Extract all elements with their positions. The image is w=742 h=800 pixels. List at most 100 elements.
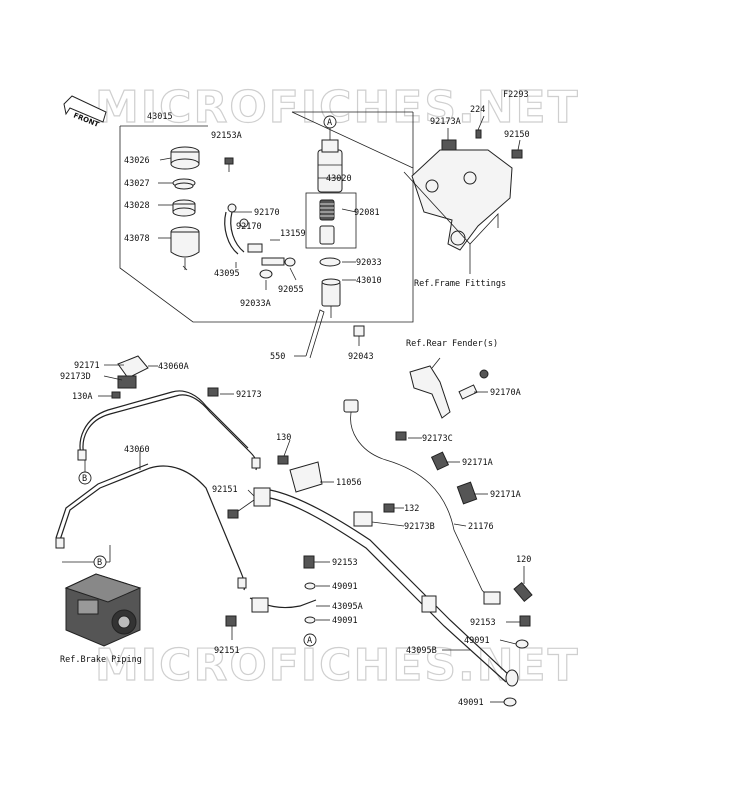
push-rod-43010 bbox=[321, 278, 341, 318]
label-92081: 92081 bbox=[354, 208, 380, 218]
assembly-box bbox=[119, 111, 414, 323]
label-92153: 92153 bbox=[332, 558, 358, 568]
label-92055: 92055 bbox=[278, 285, 304, 295]
switch-connector bbox=[483, 591, 501, 605]
label-21176: 21176 bbox=[468, 522, 494, 532]
label-92151: 92151 bbox=[212, 485, 238, 495]
snap-ring-92033 bbox=[319, 257, 341, 267]
leader-lines bbox=[98, 115, 525, 703]
label-49091: 49091 bbox=[332, 582, 358, 592]
ref-rear-fender: Ref.Rear Fender(s) bbox=[406, 339, 498, 349]
bolt-132 bbox=[383, 503, 395, 513]
label-92171a-2: 92171A bbox=[490, 490, 521, 500]
label-92170-b: 92170 bbox=[236, 222, 262, 232]
pin-92043 bbox=[353, 325, 365, 346]
bracket-11056 bbox=[277, 455, 323, 493]
label-92170: 92170 bbox=[254, 208, 280, 218]
hose-clamp-92171 bbox=[117, 355, 149, 389]
bolt-120 bbox=[513, 581, 533, 603]
label-49091-d: 49091 bbox=[458, 698, 484, 708]
ref-brake-piping: Ref.Brake Piping bbox=[60, 655, 142, 665]
label-92173c: 92173C bbox=[422, 434, 453, 444]
label-92033: 92033 bbox=[356, 258, 382, 268]
clamp-92173 bbox=[207, 387, 219, 397]
bolt-130a bbox=[111, 391, 121, 399]
piston bbox=[319, 225, 335, 245]
piston-kit-box bbox=[305, 192, 357, 249]
label-130a: 130A bbox=[72, 392, 92, 402]
frame-ref-bracket-lines bbox=[403, 171, 499, 245]
label-92173a: 92173A bbox=[430, 117, 461, 127]
piston-spring bbox=[319, 199, 335, 221]
callout-b-left-label: B bbox=[82, 474, 87, 484]
label-130: 130 bbox=[276, 433, 291, 443]
label-92151-b: 92151 bbox=[214, 646, 240, 656]
brake-light-switch bbox=[343, 399, 359, 413]
label-92173d: 92173D bbox=[60, 372, 91, 382]
label-43010: 43010 bbox=[356, 276, 382, 286]
label-92171a: 92171A bbox=[462, 458, 493, 468]
label-13159: 13159 bbox=[280, 229, 306, 239]
clamp-92173c bbox=[395, 431, 407, 441]
switch-wire-21176 bbox=[350, 407, 493, 603]
hose-clamp-upper bbox=[227, 203, 237, 213]
grommet-92171a bbox=[430, 451, 450, 471]
callout-a-bottom-label: A bbox=[307, 636, 312, 646]
bolt-92150 bbox=[511, 149, 523, 159]
switch-92173a bbox=[441, 139, 457, 151]
reservoir-hose bbox=[224, 211, 239, 255]
label-92171: 92171 bbox=[74, 361, 100, 371]
label-132: 132 bbox=[404, 504, 419, 514]
grommet-92171a-2 bbox=[456, 481, 478, 505]
label-43095: 43095 bbox=[214, 269, 240, 279]
brake-hose-43095b bbox=[269, 489, 511, 677]
label-43026: 43026 bbox=[124, 156, 150, 166]
label-43027: 43027 bbox=[124, 179, 150, 189]
label-92043: 92043 bbox=[348, 352, 374, 362]
label-43095b: 43095B bbox=[406, 646, 437, 656]
rear-fender-bracket bbox=[409, 365, 489, 419]
label-43095a: 43095A bbox=[332, 602, 363, 612]
banjo-fitting-92173b bbox=[353, 511, 373, 527]
label-43078: 43078 bbox=[124, 234, 150, 244]
washer-92033a bbox=[259, 269, 273, 279]
cotter-pin-550 bbox=[305, 309, 325, 359]
brake-pipe-43060a bbox=[82, 394, 258, 471]
label-550: 550 bbox=[270, 352, 285, 362]
ref-frame-fittings: Ref.Frame Fittings bbox=[414, 279, 506, 289]
washer-49091-lower bbox=[304, 616, 316, 624]
reservoir-plate bbox=[172, 199, 196, 217]
label-92153a: 92153A bbox=[211, 131, 242, 141]
callout-b-bottom-label: B bbox=[97, 558, 102, 568]
callout-a-top bbox=[323, 115, 337, 129]
hose-clamp-lower bbox=[239, 218, 249, 228]
watermark-top: MICROFICHES.NET bbox=[95, 82, 580, 133]
label-120: 120 bbox=[516, 555, 531, 565]
label-11056: 11056 bbox=[336, 478, 362, 488]
label-92153-b: 92153 bbox=[470, 618, 496, 628]
reservoir-cap bbox=[170, 146, 200, 170]
watermark-bottom: MICROFICHES.NET bbox=[95, 640, 580, 691]
bolt-92055 bbox=[261, 257, 285, 266]
label-49091-b: 49091 bbox=[332, 616, 358, 626]
callout-a-top-label: A bbox=[327, 118, 332, 128]
clamp-92151 bbox=[227, 487, 271, 519]
washer-49091-bottom bbox=[503, 697, 517, 707]
hose-joint bbox=[421, 595, 437, 613]
label-92173: 92173 bbox=[236, 390, 262, 400]
abs-unit bbox=[64, 573, 142, 647]
callout-a-bottom bbox=[303, 633, 317, 647]
clamp-92151-lower bbox=[225, 615, 237, 627]
bolt-92153a bbox=[224, 157, 234, 172]
label-43020: 43020 bbox=[326, 174, 352, 184]
label-43028: 43028 bbox=[124, 201, 150, 211]
bolt-92153-right bbox=[519, 615, 531, 627]
washer-49091 bbox=[304, 582, 316, 590]
label-224: 224 bbox=[470, 105, 485, 115]
label-92173b: 92173B bbox=[404, 522, 435, 532]
label-43015: 43015 bbox=[147, 112, 173, 122]
label-92033a: 92033A bbox=[240, 299, 271, 309]
screw-224 bbox=[475, 129, 482, 139]
label-43060a: 43060A bbox=[158, 362, 189, 372]
